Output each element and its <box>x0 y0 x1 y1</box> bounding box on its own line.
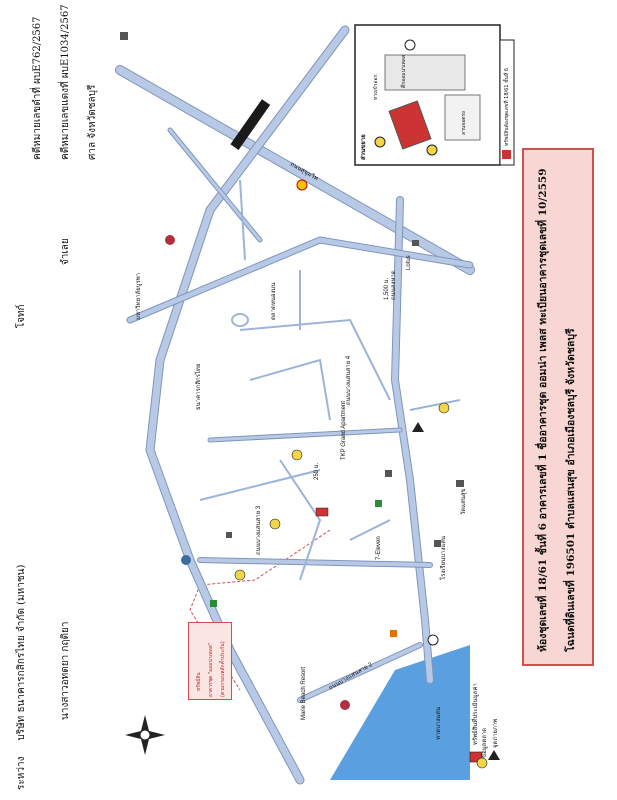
school-icon <box>412 240 419 246</box>
inset-point-3 <box>404 39 416 51</box>
label-condo: TKP Grand Apartment <box>341 401 347 460</box>
minor-road-4 <box>199 469 321 501</box>
minor-road-7 <box>239 179 246 261</box>
road-cross-4-fill <box>208 428 402 442</box>
railway-icon <box>230 99 271 150</box>
property-marker <box>315 507 329 517</box>
photo-arrow <box>412 422 424 432</box>
inset-property-bar <box>499 39 515 166</box>
seven-eleven-icon <box>390 630 397 637</box>
inset-title: ส่วนขยาย <box>360 134 367 160</box>
property-line1: ห้องชุดเลขที่ 18/61 ชั้นที่ 6 อาคารเลขที… <box>537 168 549 652</box>
callout-line1: ทรัพย์สิน <box>196 672 202 691</box>
inset-point-2 <box>374 136 386 148</box>
inset-entry-label: ทางเข้าออก <box>373 74 379 100</box>
label-resort: Marie Beach Resort <box>301 667 307 720</box>
label-university: มหาวิทยาลัยบูรพา <box>135 273 142 320</box>
legend-property-swatch <box>469 751 483 763</box>
minor-road-6 <box>349 519 391 541</box>
label-lotus: Lotus <box>406 255 412 270</box>
label-main: ถนนบางแสนสาย 2 <box>328 661 375 692</box>
inset-property-block <box>388 100 432 150</box>
label-market: ตลาดหนองมน <box>271 283 277 321</box>
inset-building-label: ตึกออมน่าเพลส <box>401 55 407 88</box>
marker-icon-g <box>375 500 382 507</box>
shell-station-icon <box>296 179 308 191</box>
minor-road-2 <box>249 358 331 421</box>
temple-icon <box>456 480 464 487</box>
property-description-box: ห้องชุดเลขที่ 18/61 ชั้นที่ 6 อาคารเลขที… <box>522 148 594 666</box>
roundabout <box>231 313 249 327</box>
photo-marker <box>427 634 439 646</box>
inset-bar-label: ทรัพย์สินห้องชุดเลขที่ 18/61 ชั้นที่ 6 <box>504 67 510 146</box>
road-cross-3-fill <box>298 643 422 702</box>
road-diag-upper-fill <box>168 128 262 242</box>
sea-area <box>330 645 470 780</box>
comparable-marker-4 <box>234 569 246 581</box>
label-long: ถนนลงหาด <box>391 270 397 300</box>
comparable-marker-2 <box>438 402 450 414</box>
legend-photo-swatch <box>488 750 500 760</box>
callout-line3: (ตามกรอบหลักค้ำประกัน) <box>220 641 226 697</box>
inset-parking-label: ลานจอดรถ <box>461 110 467 135</box>
bank-icon <box>434 540 441 547</box>
label-temple: วัดแสนสุข <box>460 488 467 515</box>
hospital-icon <box>385 470 392 477</box>
marker-icon-c <box>210 600 217 607</box>
minor-road-1 <box>239 318 391 401</box>
road-cross-1-fill <box>127 237 473 323</box>
legend-photo-label: จุดถ่ายภาพ <box>492 718 499 748</box>
label-road3: ถนนบางแสนสาย 3 <box>255 505 262 555</box>
minor-road-3 <box>279 459 322 581</box>
comparable-marker-3 <box>269 518 281 530</box>
label-school: โรงเรียนบางแสน <box>439 536 447 580</box>
inset-bar-swatch <box>502 150 511 159</box>
compass-icon <box>125 715 165 755</box>
label-beach: หาดบางแสน <box>435 707 442 740</box>
marker-icon-a <box>120 32 128 40</box>
callout-line2: อาคารชุด "ออมน่าเพลส" <box>208 642 214 697</box>
road-cross-2-fill <box>198 558 432 567</box>
property-line2: โฉนดที่ดินเลขที่ 196501 ตำบลแสนสุข อำเภอ… <box>565 328 577 652</box>
legend-comparable-swatch <box>476 757 488 769</box>
label-seven: 7-Eleven <box>376 536 382 560</box>
road-beach-fill <box>391 197 433 683</box>
legend-comparable-label: ข้อมูลตลาด <box>481 727 488 758</box>
inset-point-1 <box>426 144 438 156</box>
label-dist2: 250 ม. <box>314 462 320 480</box>
inset-parking <box>444 94 481 141</box>
marker-icon-e <box>165 235 175 245</box>
marker-icon-b <box>226 532 232 538</box>
inset-building <box>384 54 466 91</box>
callout-box: ทรัพย์สิน อาคารชุด "ออมน่าเพลส" (ตามกรอบ… <box>188 622 232 700</box>
minor-road-8 <box>409 399 461 411</box>
marker-icon-f <box>340 700 350 710</box>
marker-icon-d <box>181 555 191 565</box>
road-sukhumvit-fill <box>116 66 474 274</box>
comparable-marker-1 <box>291 449 303 461</box>
label-bank: ธนาคารกสิกรไทย <box>194 364 202 410</box>
label-road4: ถนนบางแสนสาย 4 <box>345 355 352 405</box>
label-dist: 1,500 ม. <box>384 277 390 300</box>
